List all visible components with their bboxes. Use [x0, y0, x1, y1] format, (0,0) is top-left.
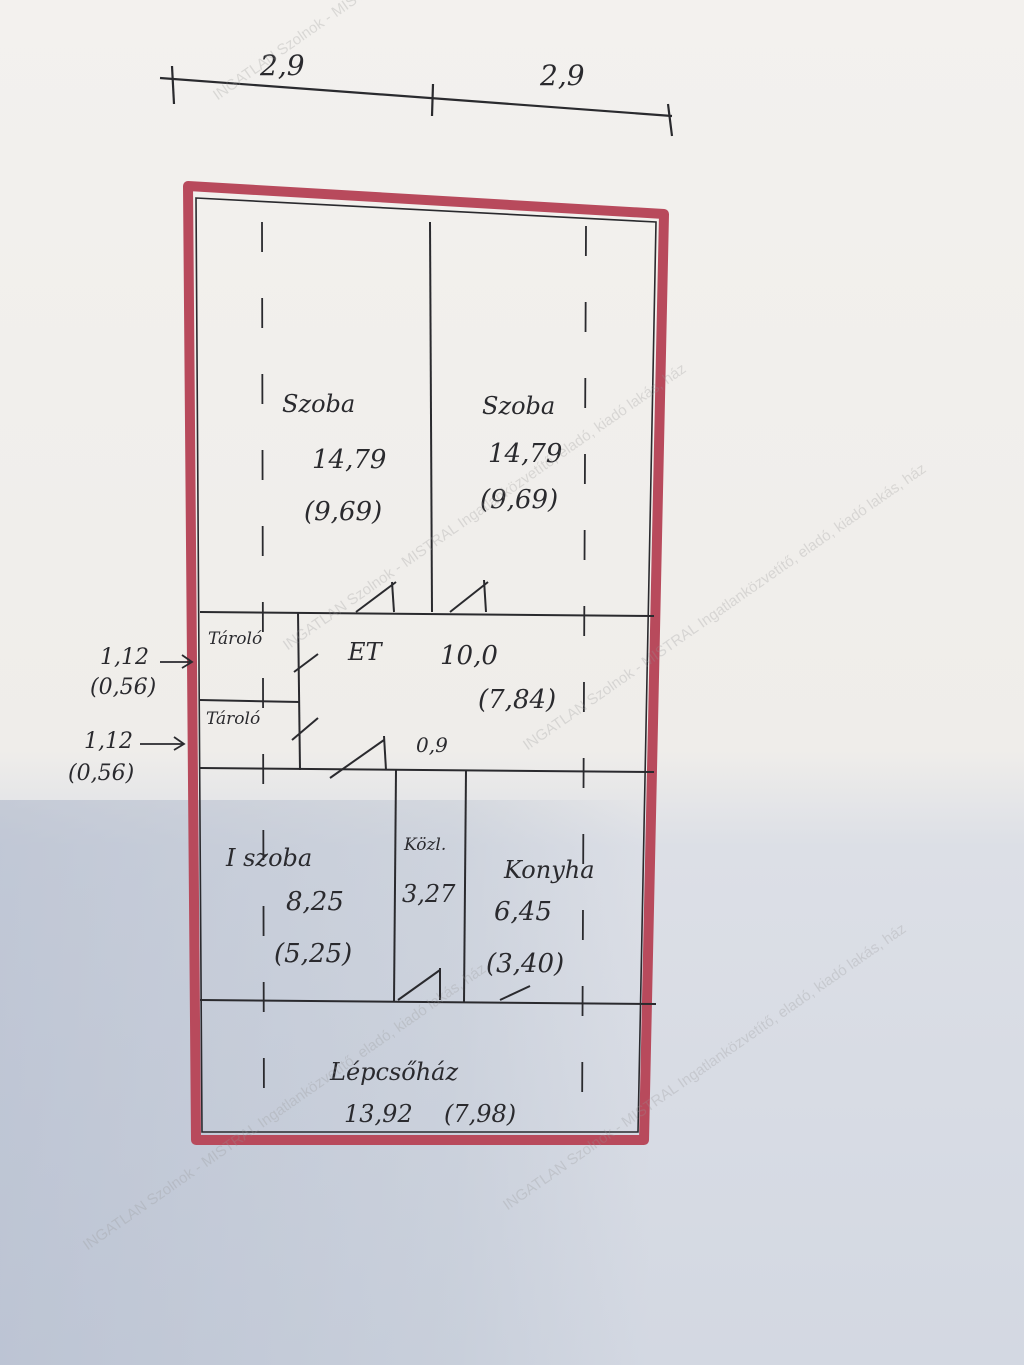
room-name-lepcsohaz: Lépcsőház — [329, 1058, 458, 1086]
room-area-kozlekedo: 3,27 — [402, 880, 456, 908]
room-area-lepcsohaz: 13,92 — [344, 1100, 413, 1128]
room-sub-lepcsohaz: (7,98) — [444, 1100, 516, 1128]
room-name-szoba-1: Szoba — [282, 390, 355, 418]
room-name-kozlekedo: Közl. — [403, 835, 446, 855]
side-area-tarolo-2: 1,12 — [84, 729, 133, 754]
side-area-tarolo-1: 1,12 — [100, 645, 149, 670]
room-sub-et: (7,84) — [478, 685, 556, 715]
side-sub-tarolo-1: (0,56) — [90, 675, 156, 700]
room-sub-szoba-2: (9,69) — [480, 485, 558, 515]
room-area-iszoba: 8,25 — [286, 887, 344, 917]
room-sub-iszoba: (5,25) — [274, 939, 352, 969]
room-sub-konyha: (3,40) — [486, 949, 564, 979]
dimension-line — [159, 65, 674, 137]
room-name-et: ET — [347, 638, 384, 666]
room-name-szoba-2: Szoba — [482, 392, 555, 420]
room-name-tarolo-2: Tároló — [206, 709, 260, 729]
door-width-label: 0,9 — [416, 733, 448, 757]
room-name-tarolo-1: Tároló — [208, 629, 262, 649]
room-sub-szoba-1: (9,69) — [304, 497, 382, 527]
room-area-szoba-2: 14,79 — [488, 439, 562, 469]
dimension-left: 2,9 — [259, 49, 305, 82]
room-area-szoba-1: 14,79 — [312, 445, 386, 475]
side-sub-tarolo-2: (0,56) — [68, 761, 134, 786]
photo-shadow — [0, 800, 650, 1365]
room-name-iszoba: I szoba — [225, 844, 312, 872]
arrow-marks — [140, 654, 194, 751]
interior-walls — [199, 221, 657, 1133]
room-area-et: 10,0 — [440, 641, 498, 671]
dimension-right: 2,9 — [539, 59, 585, 92]
outer-walls — [183, 181, 669, 1145]
room-area-konyha: 6,45 — [494, 897, 552, 927]
room-name-konyha: Konyha — [503, 856, 595, 884]
